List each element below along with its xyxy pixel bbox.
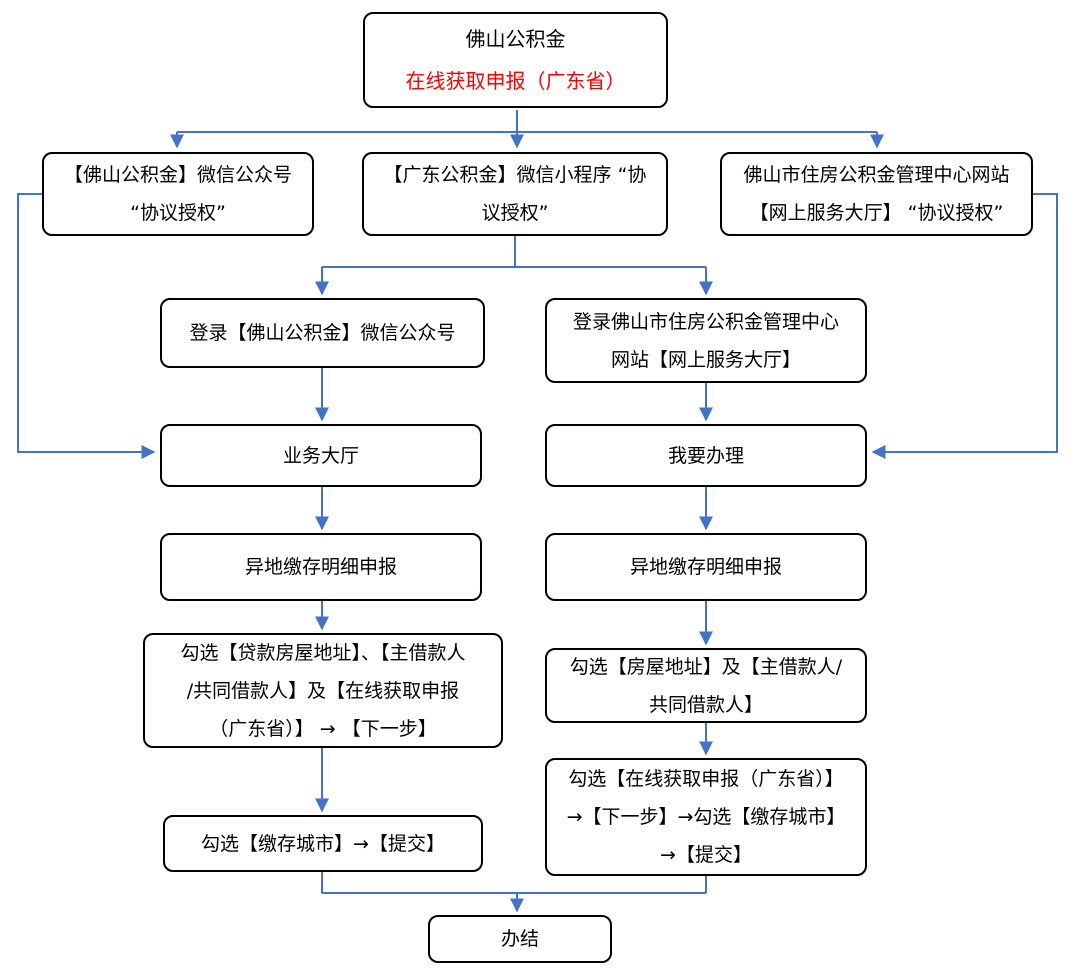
node-check-online-declare-submit: 勾选【在线获取申报（广东省）】 →【下一步】→勾选【缴存城市】 →【提交】 [545, 758, 867, 876]
node-check-deposit-city-submit: 勾选【缴存城市】→【提交】 [163, 815, 483, 872]
node-check-house-address-borrowers: 勾选【房屋地址】及【主借款人/ 共同借款人】 [545, 648, 867, 723]
node-guangdong-wechat-miniprogram-auth: 【广东公积金】微信小程序 “协 议授权” [362, 152, 668, 236]
node-foshan-wechat-official-account-auth: 【佛山公积金】微信公众号 “协议授权” [42, 152, 314, 236]
node-login-website-service-hall: 登录佛山市住房公积金管理中心 网站【网上服务大厅】 [545, 298, 867, 383]
node-login-wechat-official-account: 登录【佛山公积金】微信公众号 [160, 298, 485, 368]
title-line-black: 佛山公积金 [465, 27, 566, 51]
node-business-hall: 业务大厅 [160, 424, 482, 487]
node-finish: 办结 [428, 915, 612, 963]
node-foshan-website-hall-auth: 佛山市住房公积金管理中心网站 【网上服务大厅】 “协议授权” [720, 152, 1033, 236]
title-line-red: 在线获取申报（广东省） [405, 69, 626, 93]
node-remote-deposit-detail-declare-right: 异地缴存明细申报 [545, 533, 867, 601]
node-check-loan-house-address-next: 勾选【贷款房屋地址】、【主借款人 /共同借款人】及【在线获取申报 （广东省）】 … [143, 633, 503, 748]
node-remote-deposit-detail-declare-left: 异地缴存明细申报 [160, 533, 482, 601]
node-title-box: 佛山公积金 在线获取申报（广东省） [363, 12, 668, 108]
node-i-want-to-apply: 我要办理 [545, 424, 867, 487]
